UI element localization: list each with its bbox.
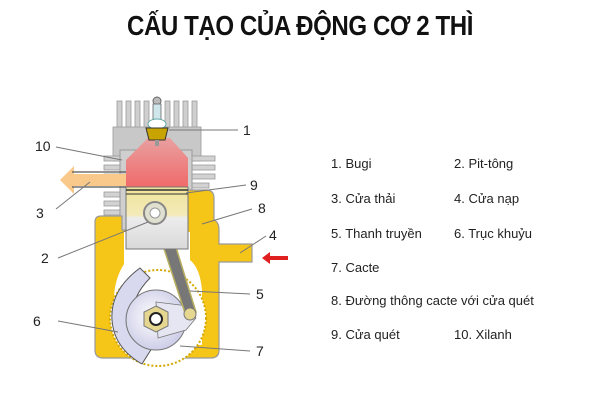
legend-item-7: 7. Cacte xyxy=(331,260,380,275)
intake-arrow xyxy=(262,252,288,264)
callout-2: 2 xyxy=(41,250,49,266)
legend-item-3: 3. Cửa thải xyxy=(331,191,396,206)
callout-10: 10 xyxy=(35,138,51,154)
page-title: CẤU TẠO CỦA ĐỘNG CƠ 2 THÌ xyxy=(126,10,474,41)
exhaust-arrow xyxy=(60,166,126,194)
legend-item-4: 4. Cửa nạp xyxy=(454,191,520,206)
callout-7: 7 xyxy=(256,343,264,359)
callout-8: 8 xyxy=(258,200,266,216)
combustion-chamber xyxy=(126,138,188,187)
callout-1: 1 xyxy=(243,122,251,138)
legend-item-5: 5. Thanh truyền xyxy=(331,226,422,241)
callout-6: 6 xyxy=(33,313,41,329)
callout-4: 4 xyxy=(269,227,277,243)
callout-3: 3 xyxy=(36,205,44,221)
leader-lines xyxy=(55,129,267,352)
callout-9: 9 xyxy=(250,177,258,193)
legend-item-1: 1. Bugi xyxy=(331,156,372,171)
callout-5: 5 xyxy=(256,286,264,302)
legend-item-6: 6. Trục khuỷu xyxy=(454,226,533,241)
spark-plug xyxy=(145,96,169,146)
legend-item-10: 10. Xilanh xyxy=(454,327,512,342)
legend-item-9: 9. Cửa quét xyxy=(331,327,400,342)
legend-item-2: 2. Pit-tông xyxy=(454,156,514,171)
legend-item-8: 8. Đường thông cacte với cửa quét xyxy=(331,293,534,308)
